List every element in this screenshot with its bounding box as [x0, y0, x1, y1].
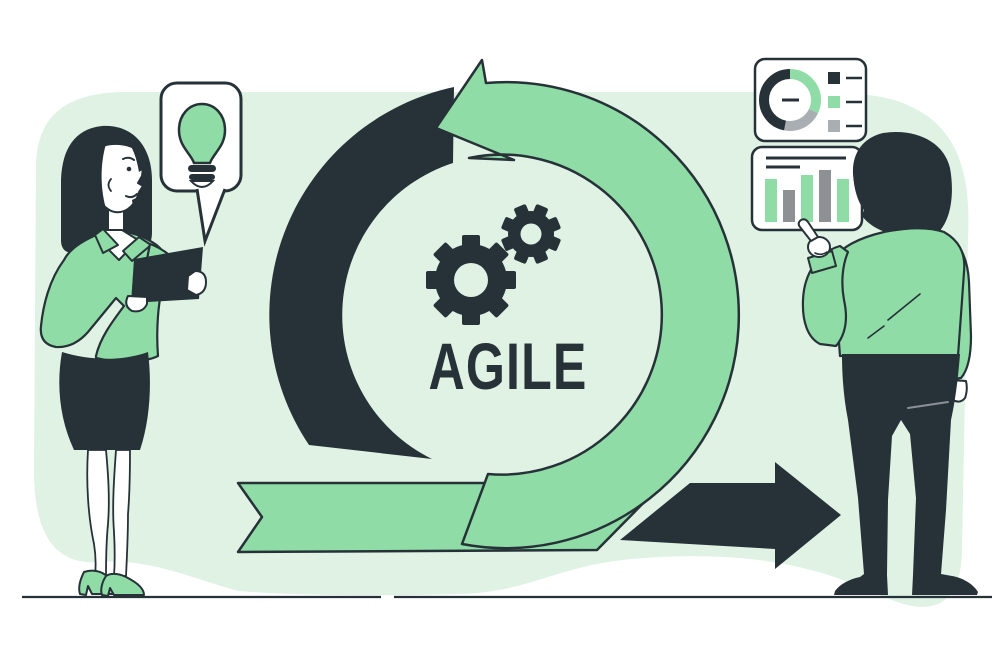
agile-cycle: AGILE — [236, 58, 841, 569]
loop-arrow-dark-segment — [269, 87, 454, 459]
woman-collar-lapel-left — [94, 228, 119, 254]
bar-1 — [765, 179, 777, 222]
card-frame — [753, 57, 868, 143]
woman-collar-lapel-right — [122, 236, 152, 262]
legend-swatch-gray — [828, 120, 840, 132]
donut-chart-card — [753, 57, 868, 143]
background-blob — [34, 92, 969, 607]
woman-skirt — [59, 352, 150, 450]
segment-dark — [759, 69, 821, 131]
man-shirt — [831, 227, 966, 358]
woman-right-hand — [186, 270, 207, 296]
woman-ear — [107, 178, 112, 192]
knuckle-line — [814, 251, 828, 256]
speech-bubble — [159, 81, 243, 247]
bubble-tail-outline — [195, 188, 227, 247]
forward-arrow-icon — [620, 462, 841, 569]
woman-left-hand — [125, 295, 148, 313]
bulb-cap — [188, 180, 216, 188]
bar-3 — [801, 175, 813, 222]
gear-icon-small — [501, 204, 561, 264]
donut-chart — [759, 69, 821, 131]
bulb-glass — [177, 102, 227, 165]
loop-arrow-icon — [434, 58, 740, 550]
legend-swatch-green — [828, 96, 840, 108]
bar-chart-card — [750, 145, 864, 232]
man-head — [852, 131, 952, 244]
tablet — [131, 247, 203, 303]
pointing-hand — [797, 218, 831, 258]
bar-2 — [783, 190, 795, 222]
woman-hair-strand-right — [120, 130, 149, 172]
chart-legend — [828, 72, 862, 132]
woman-figure — [39, 125, 207, 597]
lightbulb-icon — [177, 102, 227, 188]
man-pants — [834, 354, 978, 595]
legend-swatch-dark — [828, 72, 840, 84]
man-shirt-crease-1 — [867, 325, 885, 339]
woman-hair-strand-left — [91, 144, 107, 212]
gear-icon-large — [426, 235, 516, 325]
bar-5 — [837, 179, 849, 222]
woman-leg-right — [112, 449, 131, 577]
agile-label: AGILE — [429, 330, 588, 403]
bar-chart — [765, 170, 849, 222]
man-figure — [797, 131, 978, 595]
woman-smile — [125, 193, 138, 199]
man-pocket-line — [907, 401, 949, 409]
bulb-band-1 — [188, 165, 216, 172]
bar-4 — [819, 170, 831, 222]
bulb-band-2 — [189, 174, 215, 180]
woman-eye — [126, 166, 132, 172]
man-shirt-crease-2 — [887, 293, 921, 321]
segment-gray — [759, 69, 821, 131]
index-finger — [797, 218, 819, 242]
woman-brow — [122, 156, 135, 161]
woman-shoe-right — [100, 572, 145, 597]
